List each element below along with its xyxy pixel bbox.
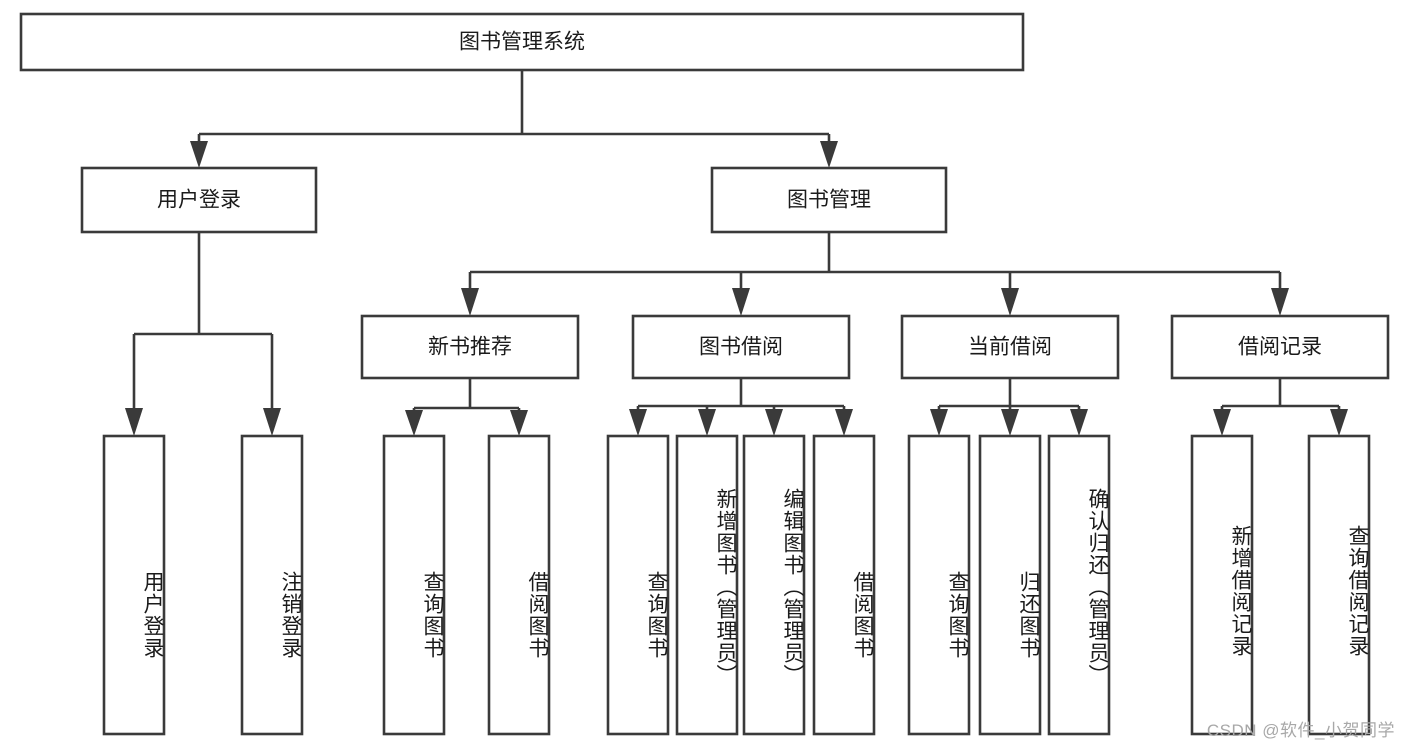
- arrow-to-leaf-book-borrow-2: [765, 409, 783, 436]
- leaf-box-borrow-record-1[interactable]: [1307, 434, 1371, 736]
- leaf-box-book-borrow-2[interactable]: [742, 434, 806, 736]
- book-manage-box: [710, 166, 948, 234]
- leaf-box-book-borrow-3[interactable]: [812, 434, 876, 736]
- arrow-to-leaf-borrow-record-0: [1213, 409, 1231, 436]
- node-book-manage[interactable]: 图书管理: [710, 166, 948, 234]
- arrow-to-borrow-record: [1271, 288, 1289, 316]
- leaf-box-current-borrow-2[interactable]: [1047, 434, 1111, 736]
- leaf-box-book-borrow-1[interactable]: [675, 434, 739, 736]
- leaf-box-new-book-0[interactable]: [382, 434, 446, 736]
- arrow-to-leaf-current-borrow-2: [1070, 409, 1088, 436]
- new-book-recommend-box: [360, 314, 580, 380]
- watermark: CSDN @软件_小贺同学: [1206, 721, 1395, 740]
- arrow-to-leaf-book-borrow-1: [698, 409, 716, 436]
- arrow-to-leaf-user-login-0: [125, 408, 143, 436]
- user-login-label: 用户登录: [157, 189, 241, 212]
- arrow-to-leaf-book-borrow-3: [835, 409, 853, 436]
- borrow-record-label: 借阅记录: [1238, 336, 1322, 359]
- borrow-record-box: [1170, 314, 1390, 380]
- node-current-borrow[interactable]: 当前借阅: [900, 314, 1120, 380]
- current-borrow-box: [900, 314, 1120, 380]
- node-root[interactable]: 图书管理系统: [19, 12, 1025, 72]
- arrow-to-leaf-current-borrow-1: [1001, 409, 1019, 436]
- arrow-to-leaf-new-book-0: [405, 410, 423, 436]
- arrow-to-book-borrow: [732, 288, 750, 316]
- arrow-to-new-book-recommend: [461, 288, 479, 316]
- arrow-to-leaf-current-borrow-0: [930, 409, 948, 436]
- arrow-to-leaf-user-login-1: [263, 408, 281, 436]
- root-label: 图书管理系统: [459, 31, 585, 54]
- arrow-to-leaf-new-book-1: [510, 410, 528, 436]
- book-manage-label: 图书管理: [787, 189, 871, 212]
- node-book-borrow[interactable]: 图书借阅: [631, 314, 851, 380]
- arrow-to-leaf-borrow-record-1: [1330, 409, 1348, 436]
- current-borrow-label: 当前借阅: [968, 336, 1052, 359]
- leaf-box-new-book-1[interactable]: [487, 434, 551, 736]
- book-borrow-label: 图书借阅: [699, 336, 783, 359]
- leaf-box-user-login-0[interactable]: [102, 434, 166, 736]
- leaf-box-user-login-1[interactable]: [240, 434, 304, 736]
- node-new-book-recommend[interactable]: 新书推荐: [360, 314, 580, 380]
- leaf-box-current-borrow-0[interactable]: [907, 434, 971, 736]
- new-book-recommend-label: 新书推荐: [428, 336, 512, 359]
- leaf-box-book-borrow-0[interactable]: [606, 434, 670, 736]
- arrow-to-book-manage: [820, 141, 838, 168]
- node-user-login[interactable]: 用户登录: [80, 166, 318, 234]
- leaf-box-current-borrow-1[interactable]: [978, 434, 1042, 736]
- book-borrow-box: [631, 314, 851, 380]
- arrow-to-current-borrow: [1001, 288, 1019, 316]
- node-borrow-record[interactable]: 借阅记录: [1170, 314, 1390, 380]
- arrow-to-leaf-book-borrow-0: [629, 409, 647, 436]
- root-box: [19, 12, 1025, 72]
- leaf-box-borrow-record-0[interactable]: [1190, 434, 1254, 736]
- arrow-to-user-login: [190, 141, 208, 168]
